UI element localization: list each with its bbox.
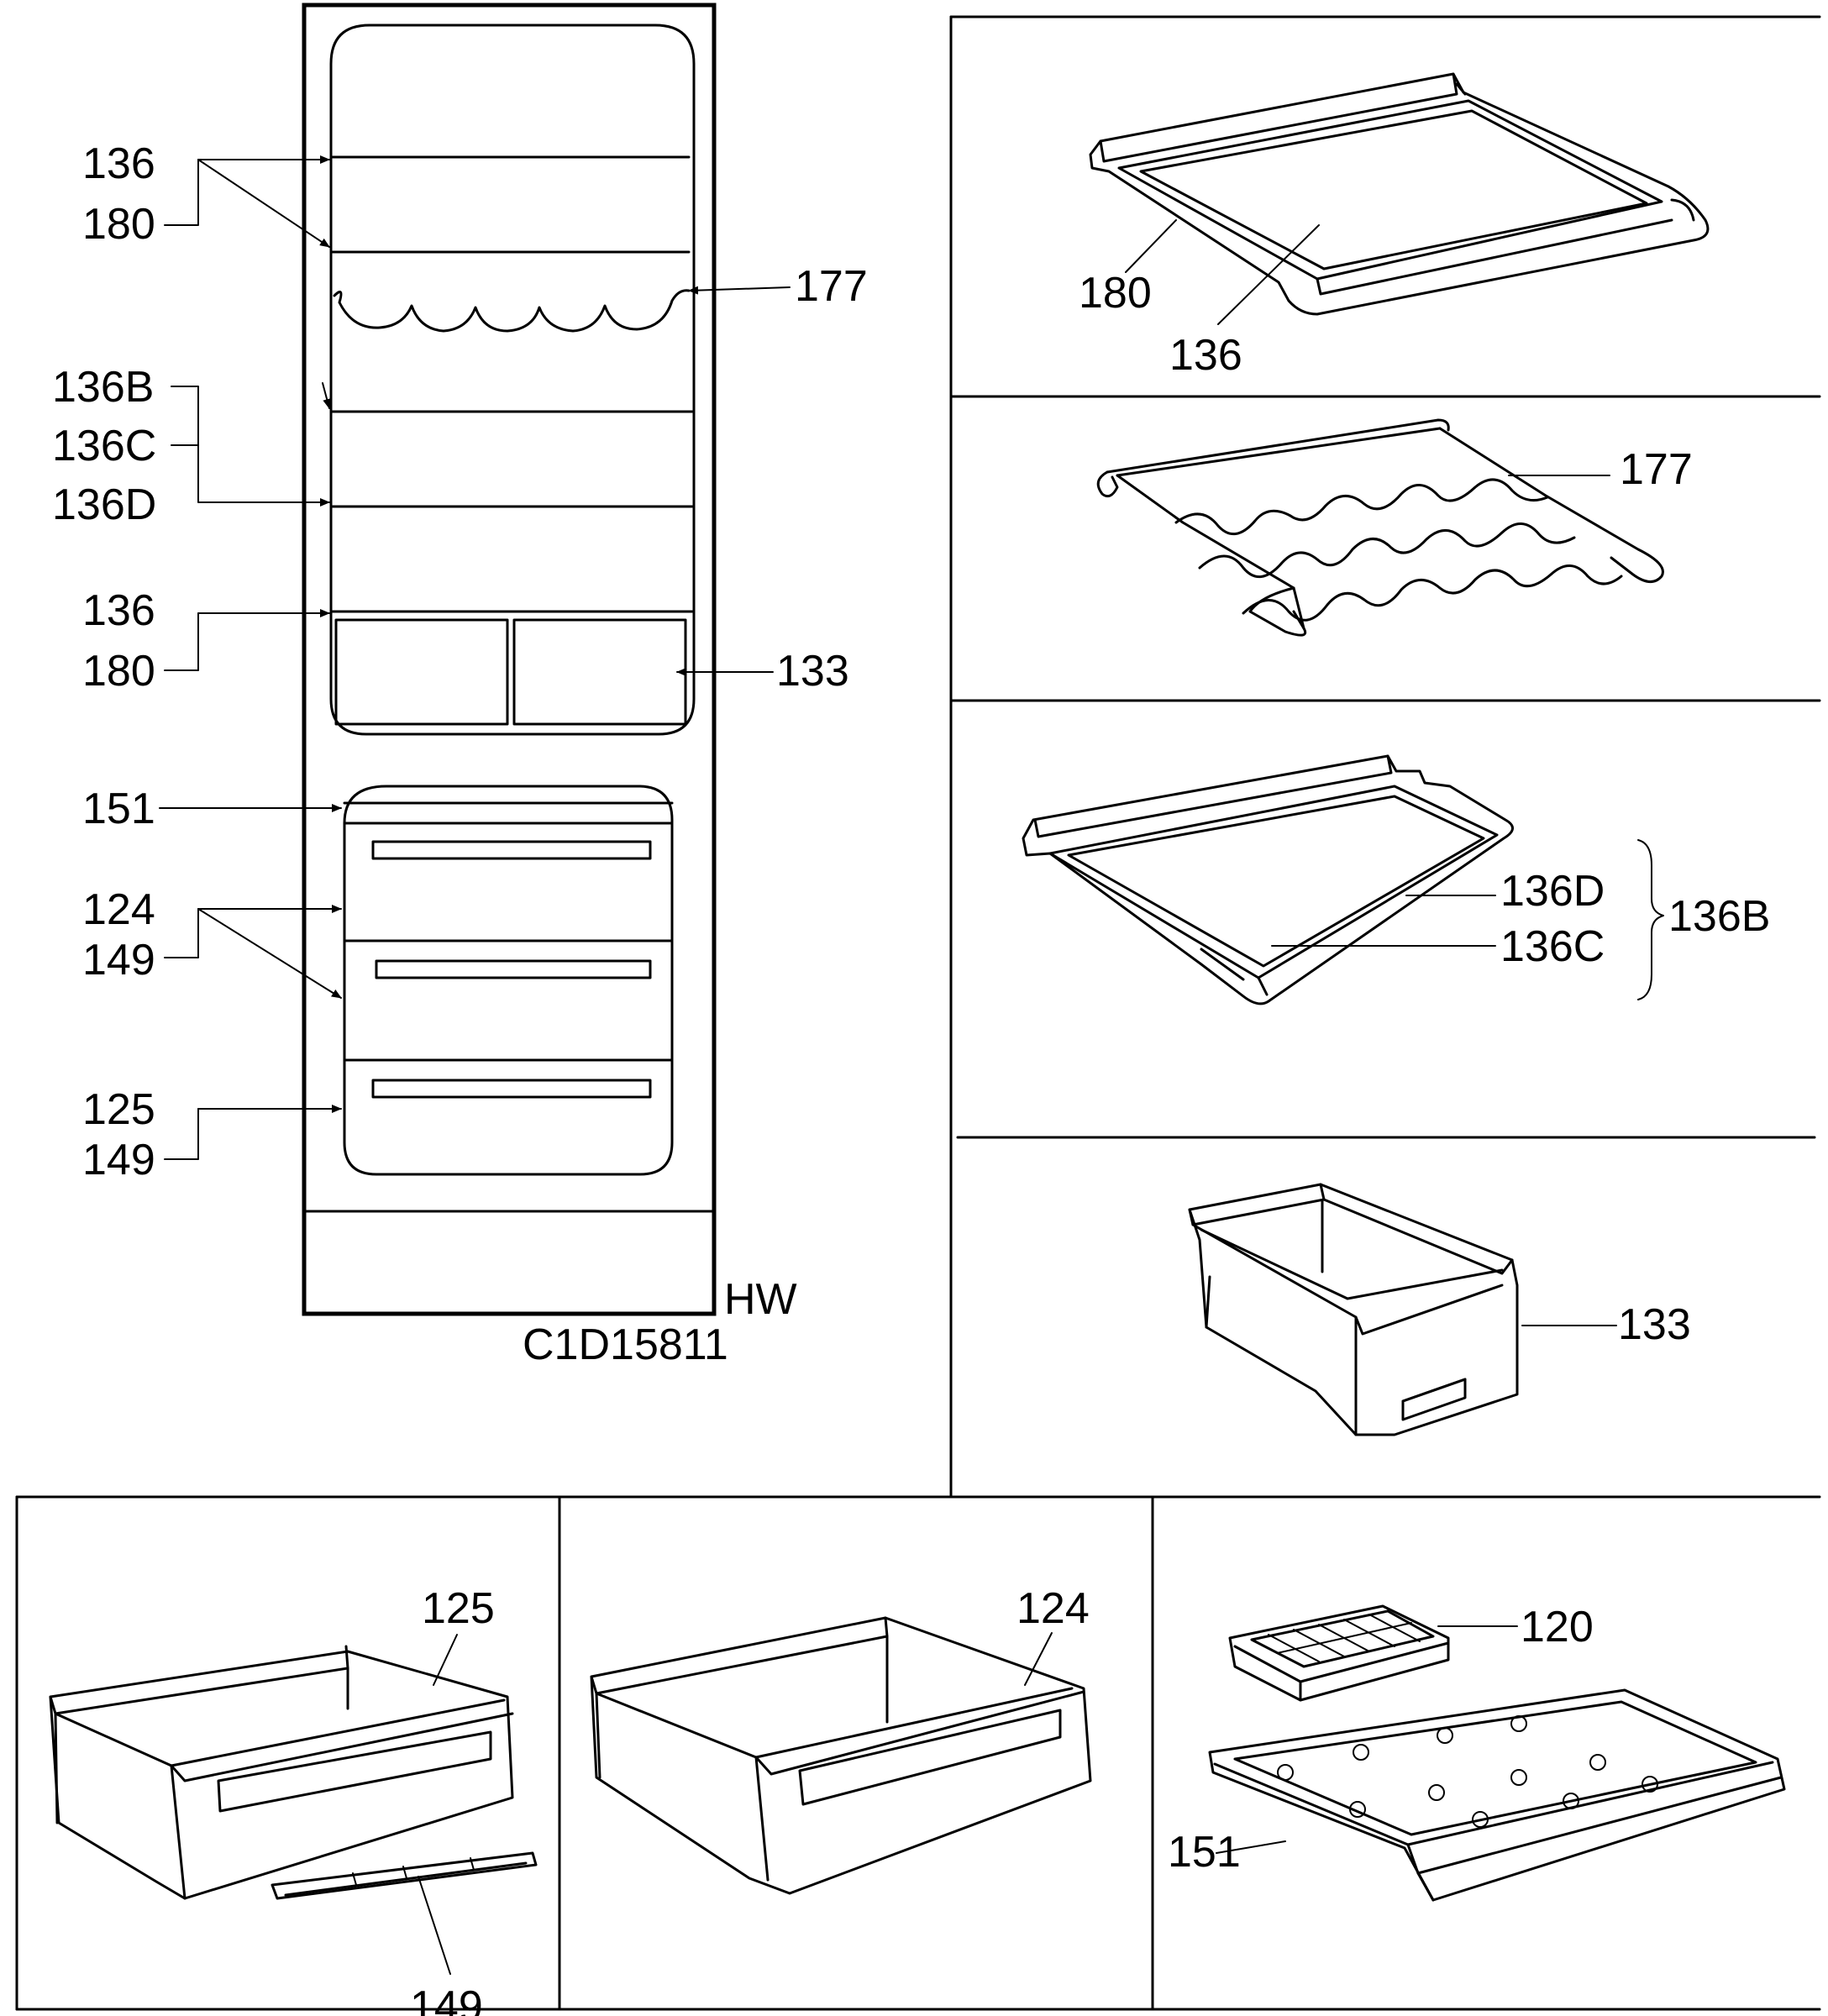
split-glass-shelf-136b [1022,754,1514,1005]
overview-wine-rack [333,289,691,333]
drawer-trim-149 [271,1851,538,1900]
freezer-drawer-124 [590,1616,1092,1895]
storage-bin-leader: 133 [1521,1300,1691,1349]
split-shelf-leaders: 136D 136C 136B [1271,839,1770,1000]
drawer-124-leader: 124 [1016,1584,1090,1686]
label-136d-detail: 136D [1500,867,1605,916]
label-151-detail: 151 [1168,1828,1241,1877]
label-149-lower: 149 [82,1136,155,1184]
label-136b-detail: 136B [1668,892,1770,941]
label-180-detail: 180 [1079,269,1152,318]
freezer-tray-cover-151 [1208,1688,1786,1902]
label-136d-overview: 136D [52,480,156,529]
label-136-detail: 136 [1169,331,1242,380]
label-180-lower: 180 [82,647,155,696]
label-151-overview: 151 [82,785,155,833]
freezer-drawer-125 [49,1645,514,1900]
label-180-upper: 180 [82,200,155,249]
label-149-upper: 149 [82,936,155,984]
label-177-detail: 177 [1620,445,1693,494]
label-136-lower: 136 [82,586,155,635]
bottle-rack-leader: 177 [1508,445,1693,494]
label-133-overview: 133 [776,647,849,696]
label-177-overview: 177 [795,262,868,311]
glass-shelf-136-180 [1089,72,1710,316]
cabinet-overview [302,3,717,1316]
label-125-detail: 125 [422,1584,495,1633]
bottle-rack-177 [1096,418,1664,637]
tray-leaders: 120 151 [1168,1603,1594,1877]
label-125-overview: 125 [82,1085,155,1134]
label-149-detail: 149 [410,1982,483,2016]
drawer-125-leaders: 125 149 [410,1584,495,2016]
label-136-upper: 136 [82,139,155,188]
label-136c-overview: 136C [52,422,156,470]
storage-bin-133 [1188,1183,1519,1436]
label-124-detail: 124 [1016,1584,1090,1633]
ice-cube-tray-120 [1228,1604,1450,1702]
overview-label-group: 136 180 177 136B 136C 136D 136 180 133 1… [52,139,868,1369]
fridge-compartment [329,24,696,736]
drawing-mark: HW [724,1275,797,1324]
label-124-overview: 124 [82,885,155,934]
panel-frame [15,15,1821,2011]
drawing-code: C1D15811 [523,1320,728,1369]
label-120-detail: 120 [1521,1603,1594,1651]
label-136b-overview: 136B [52,363,154,412]
glass-shelf-leaders: 180 136 [1079,219,1320,380]
freezer-compartment [343,785,674,1176]
label-136c-detail: 136C [1500,922,1605,971]
label-133-detail: 133 [1618,1300,1691,1349]
overview-leaders [159,155,791,1160]
